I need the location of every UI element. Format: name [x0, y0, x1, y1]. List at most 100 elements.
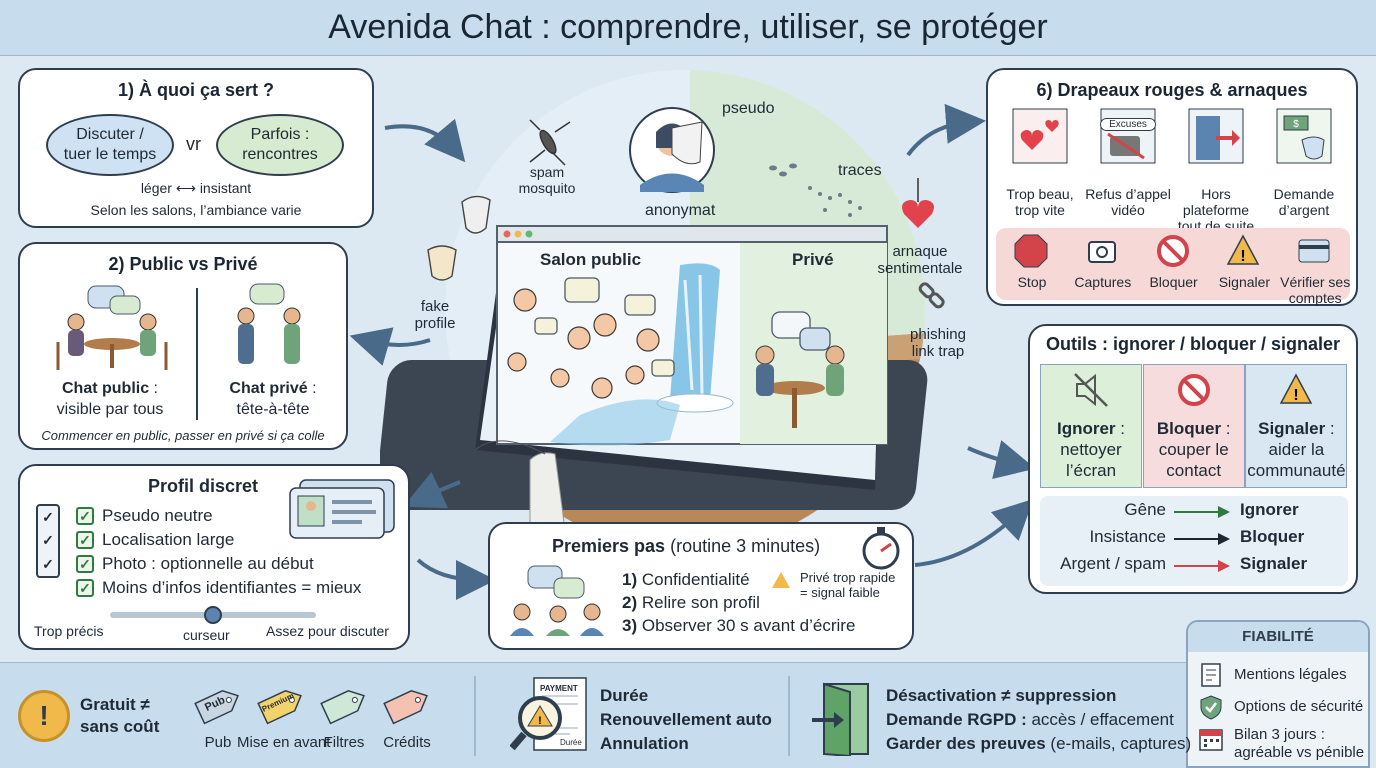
reliability-item: Mentions légales — [1234, 666, 1347, 683]
check-icon: ✓ — [76, 507, 94, 525]
footer-bar — [0, 662, 1186, 768]
center-illustration — [380, 70, 945, 550]
slider-thumb[interactable] — [204, 606, 222, 624]
section-divider — [196, 288, 198, 420]
checklist-item: ✓Pseudo neutre — [76, 504, 361, 528]
tone-scale: léger ⟷ insistant — [140, 180, 252, 196]
vs-label: vr — [186, 134, 201, 154]
document-icon — [1198, 662, 1224, 688]
svg-text:!: ! — [538, 715, 542, 727]
slider-left-label: Trop précis — [34, 623, 104, 639]
private-chat-illustration — [237, 283, 301, 364]
check-icon: ✓ — [76, 531, 94, 549]
steps-list: 1) Confidentialité 2) Relire son profil … — [622, 568, 855, 637]
section-profile: Profil discret ✓✓✓ ✓Pseudo neutre ✓Local… — [18, 464, 410, 650]
footer-divider — [788, 676, 790, 756]
payment-tag-label: PAYMENT — [540, 684, 578, 693]
section-tools: Outils : ignorer / bloquer / signaler Ig… — [1028, 324, 1358, 594]
reliability-item: Bilan 3 jours :agréable vs pénible — [1234, 726, 1365, 761]
section-usage-title: 1) À quoi ça sert ? — [117, 80, 275, 100]
label-prive: Privé — [792, 250, 834, 269]
check-icon: ✓ — [76, 555, 94, 573]
action-label: Signaler — [1218, 274, 1271, 290]
price-tag-icon — [383, 690, 428, 725]
section-profile-title: Profil discret — [148, 476, 259, 496]
precision-slider[interactable] — [110, 606, 316, 624]
action-label: Captures — [1074, 274, 1132, 290]
map-left: Gêne — [1124, 500, 1166, 519]
payment-foot-label: Durée — [560, 738, 582, 747]
block-icon[interactable] — [1156, 234, 1190, 268]
action-label: Bloquer — [1149, 274, 1198, 290]
action-label: Stop — [1017, 274, 1047, 290]
price-tag-label: Filtres — [323, 734, 365, 751]
section-usage: 1) À quoi ça sert ? Discuter /tuer le te… — [18, 68, 374, 228]
money-mask-icon: $ — [1276, 108, 1332, 164]
public-caption: Chat public :visible par tous — [56, 380, 164, 418]
warning-icon[interactable]: ! — [1226, 234, 1260, 268]
slider-mid-label: curseur — [183, 627, 230, 643]
oval-discuter: Discuter /tuer le temps — [46, 114, 174, 176]
check-icon: ✓ — [76, 579, 94, 597]
checklist-icon: ✓✓✓ — [36, 504, 60, 578]
red-flag-label: Trop beau,trop vite — [1006, 186, 1074, 218]
label-traces: traces — [838, 162, 882, 179]
page-title: Avenida Chat : comprendre, utiliser, se … — [328, 8, 1048, 46]
stopwatch-icon — [862, 527, 900, 570]
section-public-private: 2) Public vs Privé Chat public :visible … — [18, 242, 348, 450]
price-tag-label: Pub — [204, 734, 232, 751]
checklist-item: ✓Photo : optionnelle au début — [76, 552, 361, 576]
step-item: 3) Observer 30 s avant d’écrire — [622, 616, 856, 635]
tool-column — [1040, 364, 1142, 488]
section-public-private-title: 2) Public vs Privé — [108, 254, 258, 274]
oval-rencontres: Parfois :rencontres — [216, 114, 344, 176]
svg-text:!: ! — [1241, 248, 1246, 265]
block-icon[interactable] — [1174, 370, 1214, 410]
public-private-note: Commencer en public, passer en privé si … — [41, 428, 325, 443]
camera-icon[interactable] — [1085, 234, 1119, 268]
section-tools-title: Outils : ignorer / bloquer / signaler — [1045, 334, 1341, 354]
section-red-flags-title: 6) Drapeaux rouges & arnaques — [1036, 80, 1308, 100]
fast-private-warning: Privé trop rapide= signal faible — [800, 570, 896, 600]
calendar-icon — [1198, 726, 1224, 752]
warning-small-icon — [772, 572, 790, 588]
svg-text:$: $ — [1293, 119, 1299, 130]
map-right: Signaler — [1240, 554, 1308, 573]
mute-icon[interactable] — [1071, 370, 1111, 410]
map-left: Argent / spam — [1060, 554, 1166, 573]
map-right: Ignorer — [1240, 500, 1299, 519]
map-left: Insistance — [1089, 527, 1166, 546]
section-first-steps: Premiers pas (routine 3 minutes) 1) Conf… — [488, 522, 914, 650]
step-item: 1) Confidentialité — [622, 570, 750, 589]
price-tag-icon — [257, 690, 302, 725]
shield-check-icon — [1198, 694, 1224, 720]
exit-door-icon — [812, 682, 869, 756]
label-anonymat: anonymat — [645, 202, 716, 219]
card-icon[interactable] — [1297, 234, 1331, 268]
stop-icon[interactable] — [1014, 234, 1048, 268]
deletion-list: Désactivation ≠ suppression Demande RGPD… — [886, 686, 1192, 753]
tool-column — [1245, 364, 1348, 488]
coin-warning-icon: ! — [18, 690, 70, 742]
label-salon-public: Salon public — [540, 250, 642, 269]
warning-icon[interactable]: ! — [1276, 370, 1316, 410]
private-caption: Chat privé :tête-à-tête — [229, 380, 317, 418]
price-tag-label: Mise en avant — [237, 734, 331, 751]
no-video-icon — [1100, 108, 1156, 164]
excuses-bubble: Excuses — [1100, 118, 1156, 131]
slider-right-label: Assez pour discuter — [266, 623, 389, 639]
checklist-item: ✓Moins d’infos identifiantes = mieux — [76, 576, 361, 600]
svg-text:!: ! — [1294, 387, 1299, 404]
profile-checklist: ✓Pseudo neutre ✓Localisation large ✓Phot… — [76, 504, 361, 600]
